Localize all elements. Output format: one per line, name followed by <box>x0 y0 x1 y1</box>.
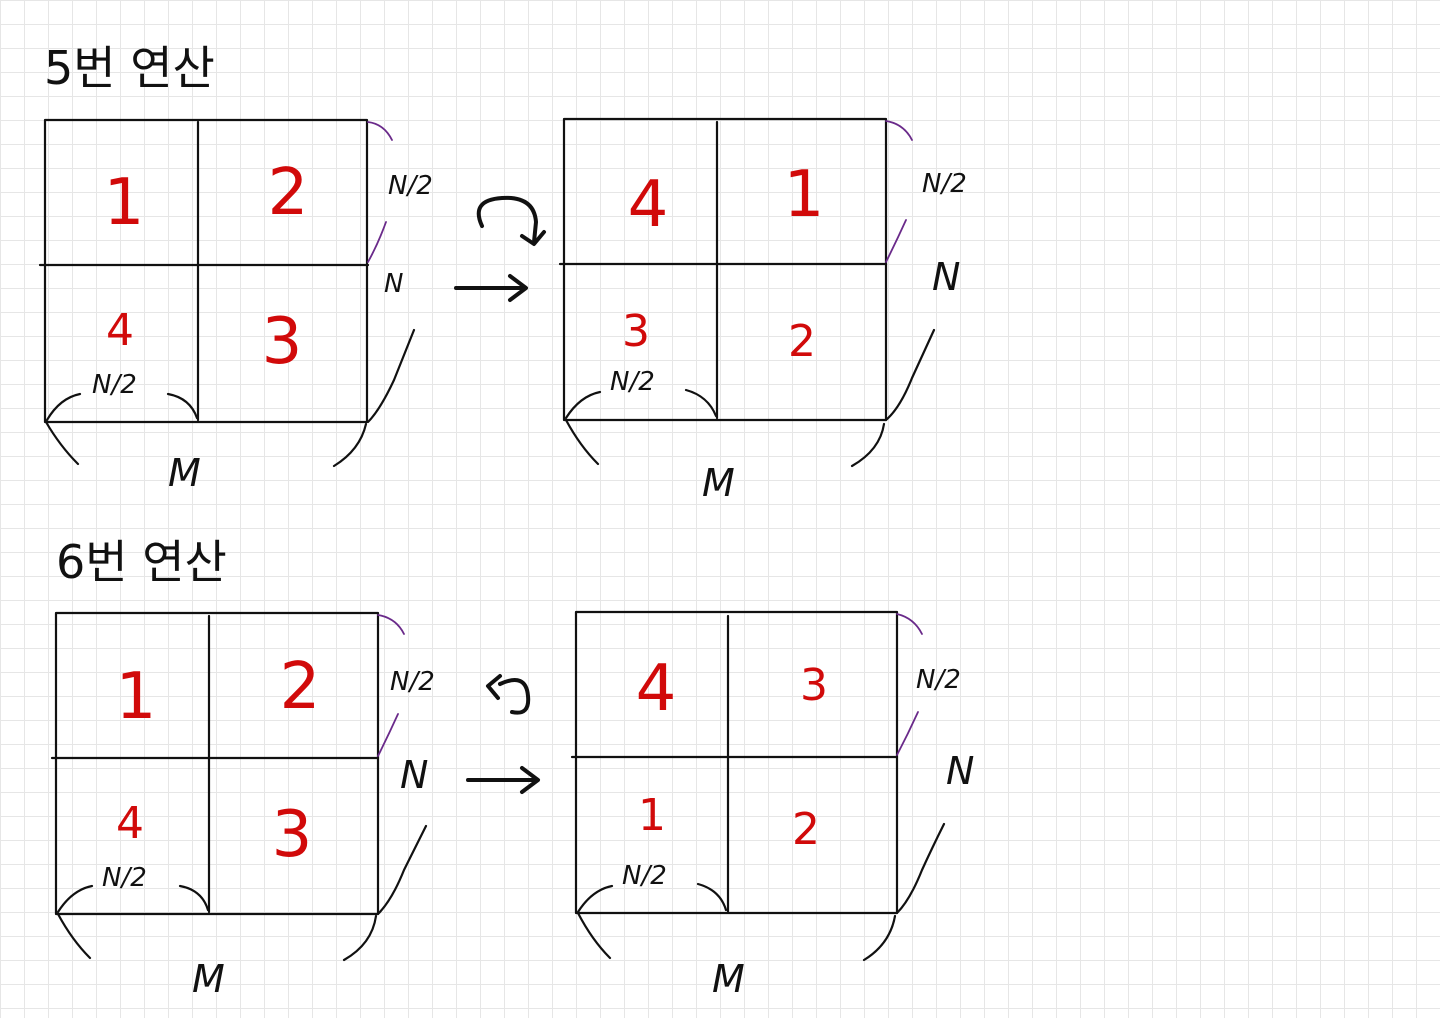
bottom-width-label: M <box>712 957 745 1001</box>
right-arrow-icon <box>454 274 528 302</box>
brace-tip <box>377 713 399 757</box>
grid-border <box>574 610 899 915</box>
inner-width-label: N/2 <box>610 367 655 397</box>
quadrant-top-right: 2 <box>268 156 309 230</box>
grid-after: 4 3 1 2 N/2 N/2 N M <box>570 610 974 1001</box>
inner-width-brace <box>56 884 210 914</box>
quadrant-top-left: 1 <box>116 660 157 734</box>
bottom-width-brace <box>56 912 378 962</box>
brace-tip <box>896 613 923 635</box>
full-height-label: N <box>384 269 403 299</box>
rotate-counter-clockwise-icon <box>486 674 531 715</box>
bottom-width-label: M <box>168 451 201 495</box>
brace-tip <box>377 614 405 635</box>
inner-width-label: N/2 <box>92 370 137 400</box>
half-height-label: N/2 <box>388 171 433 201</box>
brace-tip <box>885 120 913 141</box>
inner-width-brace <box>45 392 199 422</box>
half-height-label: N/2 <box>390 667 435 697</box>
grid-border <box>54 611 380 916</box>
section-title: 5번 연산 <box>44 41 215 95</box>
grid-after: 4 1 3 2 N/2 N/2 N M <box>558 117 967 505</box>
quadrant-top-right: 2 <box>280 650 321 724</box>
quadrant-bottom-left: 1 <box>638 790 666 841</box>
half-height-label: N/2 <box>916 665 961 695</box>
bottom-width-brace <box>576 911 897 962</box>
section-op6: 6번 연산 1 2 4 3 N/2 N/2 N M <box>50 535 974 1001</box>
inner-width-brace <box>576 882 728 914</box>
brace-tip <box>367 121 393 141</box>
quadrant-top-right: 3 <box>800 660 828 711</box>
quadrant-bottom-right: 3 <box>272 798 313 872</box>
inner-width-brace <box>564 388 718 420</box>
quadrant-top-left: 4 <box>628 168 669 242</box>
grid-before: 1 2 4 3 N/2 N/2 N M <box>38 118 433 495</box>
quadrant-bottom-left: 3 <box>622 306 650 357</box>
quadrant-top-left: 4 <box>636 652 677 726</box>
grid-before: 1 2 4 3 N/2 N/2 N M <box>50 611 435 1001</box>
full-height-label: N <box>932 255 960 299</box>
quadrant-bottom-left: 4 <box>106 305 134 356</box>
full-height-label: N <box>400 753 428 797</box>
grid-border <box>562 117 888 422</box>
half-height-label: N/2 <box>922 169 967 199</box>
rotate-clockwise-icon <box>476 195 546 246</box>
right-height-brace <box>376 824 428 916</box>
section-title: 6번 연산 <box>56 535 227 589</box>
brace-tip <box>896 711 919 756</box>
section-op5: 5번 연산 1 2 4 3 N/2 N/2 N M <box>38 41 967 505</box>
bottom-width-brace <box>564 418 886 468</box>
quadrant-top-right: 1 <box>784 158 825 232</box>
right-height-brace <box>366 328 416 424</box>
bottom-width-label: M <box>192 957 225 1001</box>
quadrant-bottom-left: 4 <box>116 798 144 849</box>
inner-width-label: N/2 <box>102 863 147 893</box>
quadrant-bottom-right: 2 <box>788 316 816 367</box>
inner-width-label: N/2 <box>622 861 667 891</box>
brace-tip <box>885 219 907 263</box>
bottom-width-brace <box>44 420 368 468</box>
quadrant-bottom-right: 2 <box>792 804 820 855</box>
full-height-label: N <box>946 749 974 793</box>
grid-border <box>43 118 369 424</box>
quadrant-bottom-right: 3 <box>262 305 303 379</box>
bottom-width-label: M <box>702 461 735 505</box>
quadrant-top-left: 1 <box>104 166 145 240</box>
right-arrow-icon <box>466 766 540 794</box>
brace-tip <box>367 221 387 263</box>
right-height-brace <box>884 328 936 422</box>
right-height-brace <box>895 822 946 915</box>
